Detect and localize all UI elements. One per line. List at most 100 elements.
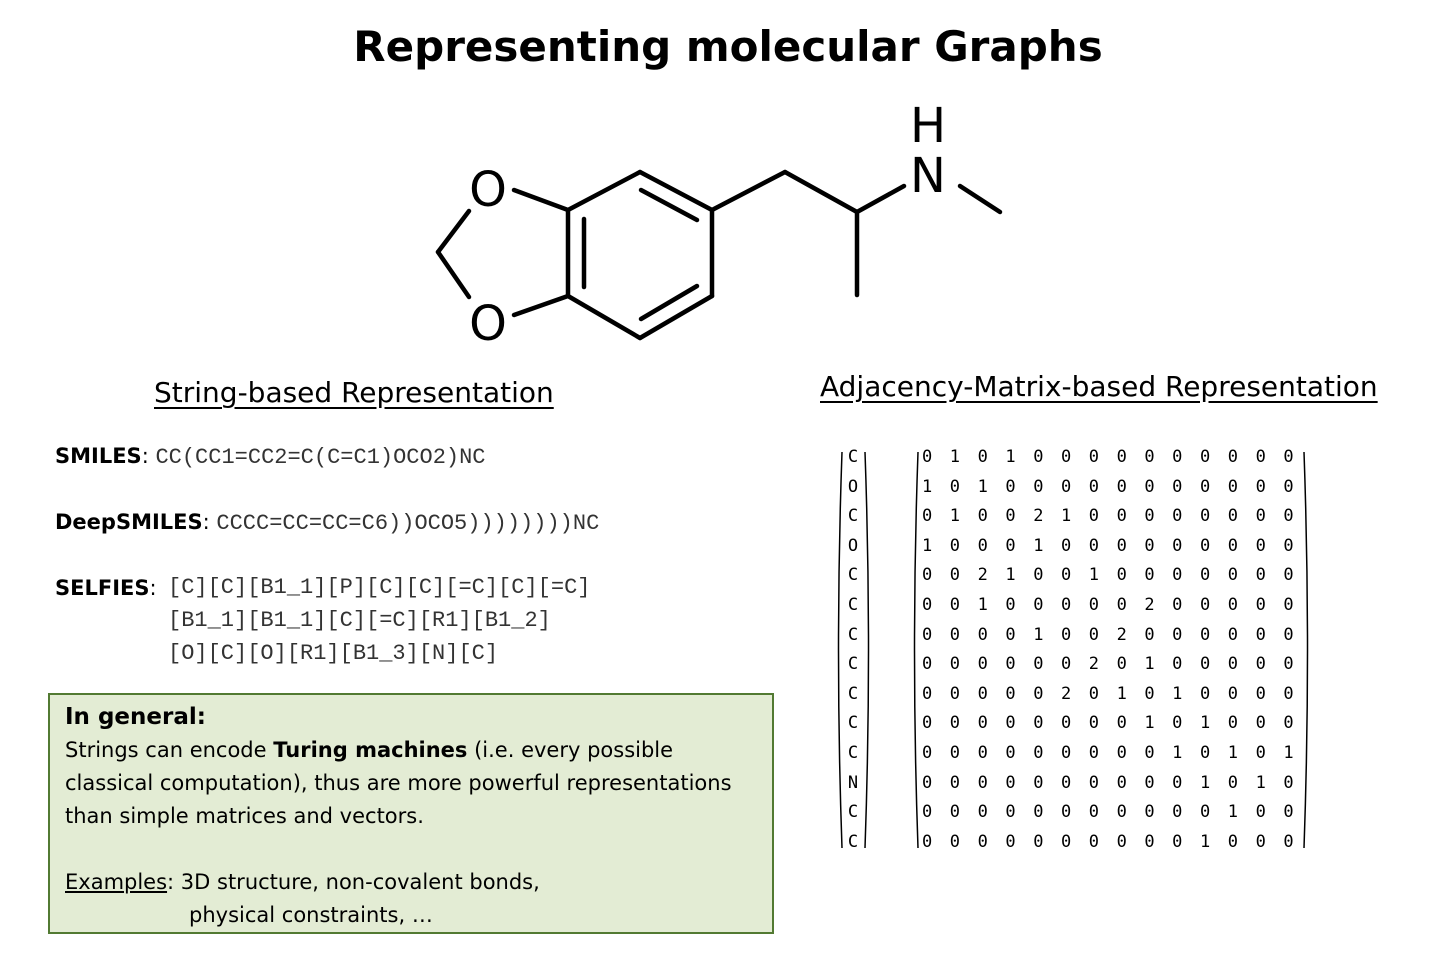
matrix-cell: 0 xyxy=(1227,772,1239,793)
matrix-cell: 0 xyxy=(1005,742,1016,763)
matrix-cell: 0 xyxy=(1144,447,1155,467)
matrix-cell: 0 xyxy=(1172,476,1183,497)
matrix-cell: 0 xyxy=(1033,742,1044,763)
bond xyxy=(957,183,1003,215)
matrix-cell: 0 xyxy=(1255,447,1266,467)
matrix-cell: 0 xyxy=(1227,506,1239,527)
matrix-cell: 0 xyxy=(1283,476,1294,497)
matrix-cell: 0 xyxy=(1283,447,1294,467)
matrix-cell: 2 xyxy=(1088,654,1100,675)
matrix-cell: 0 xyxy=(977,742,988,763)
matrix-cell: 0 xyxy=(1060,476,1072,497)
matrix-cell: 0 xyxy=(1116,713,1127,734)
atom-label: C xyxy=(847,654,859,675)
atom-label: C xyxy=(847,624,859,645)
matrix-cell: 0 xyxy=(1255,624,1266,645)
matrix-cell: 1 xyxy=(1172,683,1183,704)
matrix-cell: 0 xyxy=(1144,506,1155,527)
matrix-cell: 0 xyxy=(1283,506,1294,527)
matrix-cell: 0 xyxy=(922,654,933,675)
molecule-structure: O O N H xyxy=(435,98,1003,352)
matrix-cell: 0 xyxy=(1283,802,1294,823)
matrix-cell: 1 xyxy=(1005,565,1016,586)
atom-label: C xyxy=(847,713,859,734)
matrix-cell: 0 xyxy=(1199,476,1211,497)
matrix-cell: 0 xyxy=(1199,535,1211,556)
matrix-cell: 0 xyxy=(1060,713,1072,734)
matrix-cell: 0 xyxy=(1088,831,1100,852)
matrix-cell: 0 xyxy=(1033,447,1044,467)
matrix-cell: 0 xyxy=(1005,683,1016,704)
atom-label: C xyxy=(847,683,859,704)
matrix-cell: 0 xyxy=(949,831,961,852)
matrix-cell: 1 xyxy=(1283,742,1294,763)
matrix-cell: 0 xyxy=(1088,594,1100,615)
matrix-cell: 0 xyxy=(949,742,961,763)
matrix-cell: 0 xyxy=(1005,831,1016,852)
matrix-cell: 0 xyxy=(1005,772,1016,793)
matrix-cell: 0 xyxy=(977,683,988,704)
matrix-cell: 0 xyxy=(1199,506,1211,527)
matrix-cell: 0 xyxy=(1088,624,1100,645)
matrix-cell: 0 xyxy=(1033,831,1044,852)
examples-line-2: physical constraints, … xyxy=(189,903,433,927)
matrix-cell: 0 xyxy=(1033,713,1044,734)
matrix-cell: 0 xyxy=(1033,594,1044,615)
matrix-cell: 0 xyxy=(1033,476,1044,497)
matrix-cell: 0 xyxy=(1283,594,1294,615)
atom-label: O xyxy=(847,535,859,556)
matrix-cell: 0 xyxy=(1005,802,1016,823)
matrix-cell: 0 xyxy=(1283,831,1294,852)
examples-label: Examples xyxy=(65,870,168,894)
double-bond xyxy=(638,187,700,223)
matrix-cell: 0 xyxy=(1255,565,1266,586)
matrix-cell: 1 xyxy=(977,594,988,615)
matrix-cell: 0 xyxy=(1227,565,1239,586)
matrix-left-paren xyxy=(913,451,919,849)
matrix-cell: 0 xyxy=(1283,565,1294,586)
matrix-cell: 0 xyxy=(1005,624,1016,645)
matrix-cell: 0 xyxy=(1144,683,1155,704)
matrix-cell: 0 xyxy=(1005,594,1016,615)
matrix-cell: 0 xyxy=(922,594,933,615)
matrix-cell: 0 xyxy=(1088,802,1100,823)
matrix-cell: 0 xyxy=(1172,565,1183,586)
matrix-cell: 0 xyxy=(977,535,988,556)
matrix-cell: 0 xyxy=(1088,506,1100,527)
matrix-cell: 1 xyxy=(1199,831,1211,852)
matrix-cell: 0 xyxy=(1060,565,1072,586)
matrix-cell: 0 xyxy=(1033,802,1044,823)
matrix-cell: 0 xyxy=(1116,476,1127,497)
matrix-cell: 0 xyxy=(1033,772,1044,793)
bond xyxy=(854,183,907,215)
matrix-cell: 0 xyxy=(1060,742,1072,763)
matrix-cell: 0 xyxy=(977,831,988,852)
matrix-cell: 0 xyxy=(977,772,988,793)
matrix-cell: 0 xyxy=(949,772,961,793)
matrix-cell: 0 xyxy=(949,565,961,586)
matrix-cell: 0 xyxy=(922,565,933,586)
matrix-cell: 0 xyxy=(1060,802,1072,823)
matrix-cell: 0 xyxy=(1060,772,1072,793)
matrix-cell: 0 xyxy=(1116,802,1127,823)
matrix-cell: 0 xyxy=(1144,802,1155,823)
matrix-cell: 0 xyxy=(1227,624,1239,645)
matrix-cell: 0 xyxy=(1033,683,1044,704)
matrix-cell: 0 xyxy=(1199,447,1211,467)
general-info-box: In general: Strings can encode Turing ma… xyxy=(48,693,774,934)
matrix-cell: 0 xyxy=(1005,506,1016,527)
matrix-cell: 0 xyxy=(1227,476,1239,497)
bond xyxy=(435,208,472,255)
selfies-line: SELFIES: xyxy=(55,576,157,600)
matrix-cell: 1 xyxy=(1060,506,1072,527)
matrix-cell: 0 xyxy=(1199,683,1211,704)
matrix-cell: 1 xyxy=(1172,742,1183,763)
bond xyxy=(637,169,715,213)
matrix-cell: 0 xyxy=(1255,713,1266,734)
matrix-cell: 1 xyxy=(1033,535,1044,556)
atoms-left-paren xyxy=(837,451,843,849)
